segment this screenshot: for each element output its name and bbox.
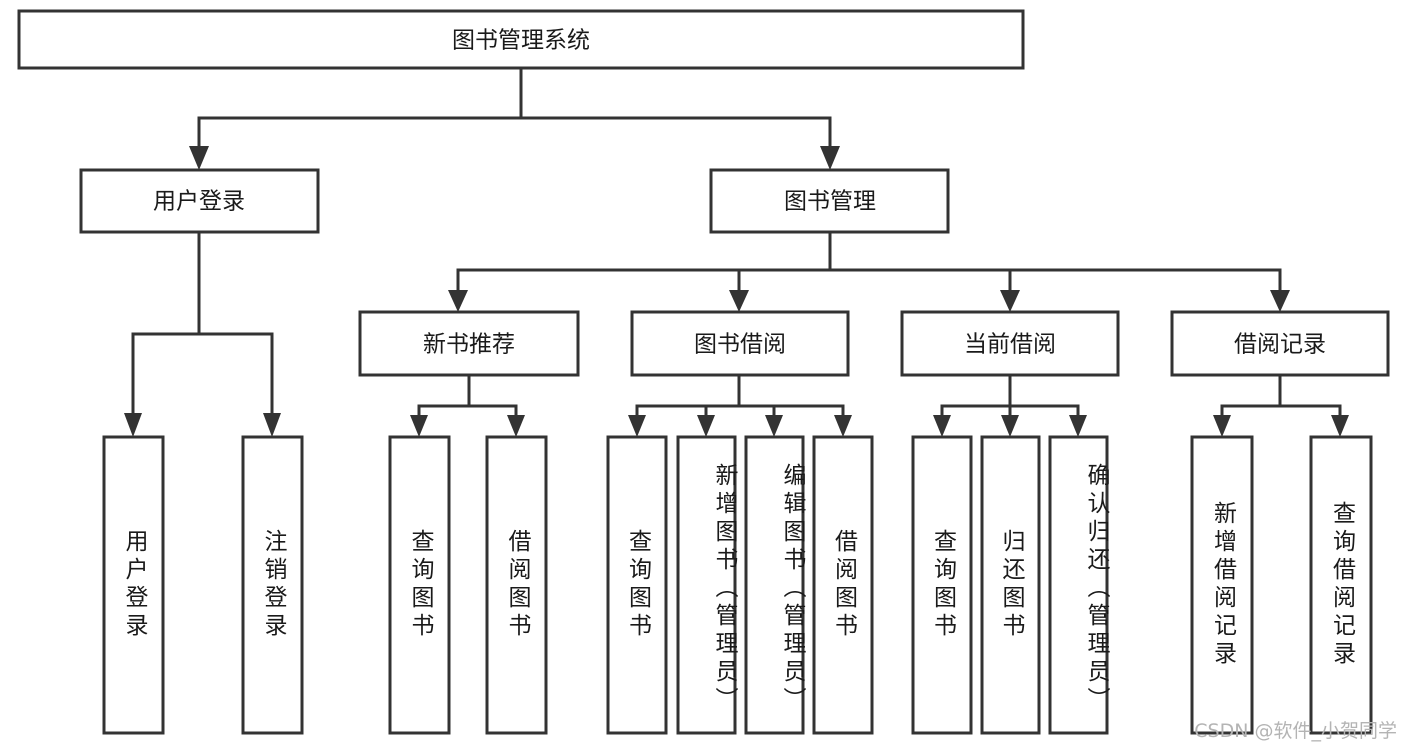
leaf-box-add-book[interactable] [676, 435, 737, 735]
leaf-box-query-book-2[interactable] [606, 435, 668, 735]
leaf-box-query-record[interactable] [1309, 435, 1373, 735]
node-book-management-box[interactable] [709, 168, 950, 234]
connector-book-management-to-level2 [448, 230, 1290, 312]
node-borrow-record-label: 借阅记录 [1234, 332, 1326, 358]
arrow-head-leaf-add-book [697, 415, 715, 437]
node-new-book-recommend[interactable]: 新书推荐 [358, 310, 580, 377]
connector-user-login-to-leaves [124, 230, 281, 437]
node-borrow-record[interactable]: 借阅记录 [1170, 310, 1390, 377]
arrow-head-leaf-add-record [1213, 415, 1231, 437]
node-book-management-label: 图书管理 [784, 189, 876, 215]
arrow-head-leaf-edit-book [765, 415, 783, 437]
node-current-borrow[interactable]: 当前借阅 [900, 310, 1120, 377]
arrow-head-borrow-record [1270, 290, 1290, 312]
node-root-label: 图书管理系统 [452, 28, 590, 54]
node-current-borrow-box[interactable] [900, 310, 1120, 377]
node-book-borrow-label: 图书借阅 [694, 332, 786, 358]
arrow-head-current-borrow [1000, 290, 1020, 312]
arrow-head-user-login [189, 146, 209, 170]
arrow-head-leaf-query-record [1331, 415, 1349, 437]
leaf-box-edit-book[interactable] [744, 435, 805, 735]
leaf-box-add-record[interactable] [1190, 435, 1254, 735]
leaf-box-query-book-3[interactable] [911, 435, 973, 735]
leaf-box-return-book[interactable] [980, 435, 1041, 735]
node-user-login-box[interactable] [79, 168, 320, 234]
arrow-head-book-management [820, 146, 840, 170]
leaf-boxes-group [102, 435, 1373, 735]
arrow-head-leaf-return-book [1001, 415, 1019, 437]
node-book-borrow[interactable]: 图书借阅 [630, 310, 850, 377]
arrow-head-leaf-query-book-1 [410, 415, 428, 437]
arrow-head-leaf-borrow-book-2 [834, 415, 852, 437]
connector-root-to-level1 [189, 66, 840, 170]
arrow-head-leaf-user-login [124, 413, 142, 437]
node-user-login-label: 用户登录 [153, 189, 245, 215]
node-book-borrow-box[interactable] [630, 310, 850, 377]
connector-book-borrow-to-leaves [628, 373, 852, 437]
arrow-head-leaf-confirm-return [1069, 415, 1087, 437]
node-user-login[interactable]: 用户登录 [79, 168, 320, 234]
leaf-box-borrow-book-2[interactable] [812, 435, 874, 735]
leaf-box-user-login[interactable] [102, 435, 165, 735]
leaf-box-query-book-1[interactable] [388, 435, 451, 735]
node-book-management[interactable]: 图书管理 [709, 168, 950, 234]
connector-current-borrow-to-leaves [933, 373, 1087, 437]
node-current-borrow-label: 当前借阅 [964, 332, 1056, 358]
arrow-head-leaf-query-book-2 [628, 415, 646, 437]
connector-new-book-to-leaves [410, 373, 525, 437]
arrow-head-leaf-logout [263, 413, 281, 437]
node-new-book-recommend-box[interactable] [358, 310, 580, 377]
node-new-book-recommend-label: 新书推荐 [423, 332, 515, 358]
leaf-box-confirm-return[interactable] [1048, 435, 1109, 735]
csdn-watermark: CSDN @软件_小贺同学 [1194, 720, 1397, 742]
arrow-head-leaf-query-book-3 [933, 415, 951, 437]
connector-borrow-record-to-leaves [1213, 373, 1349, 437]
node-borrow-record-box[interactable] [1170, 310, 1390, 377]
leaf-box-logout-login[interactable] [241, 435, 304, 735]
node-root[interactable]: 图书管理系统 [17, 9, 1025, 70]
arrow-head-book-borrow [729, 290, 749, 312]
leaf-box-borrow-book-1[interactable] [485, 435, 548, 735]
node-root-box[interactable] [17, 9, 1025, 70]
arrow-head-new-book-recommend [448, 290, 468, 312]
arrow-head-leaf-borrow-book-1 [507, 415, 525, 437]
